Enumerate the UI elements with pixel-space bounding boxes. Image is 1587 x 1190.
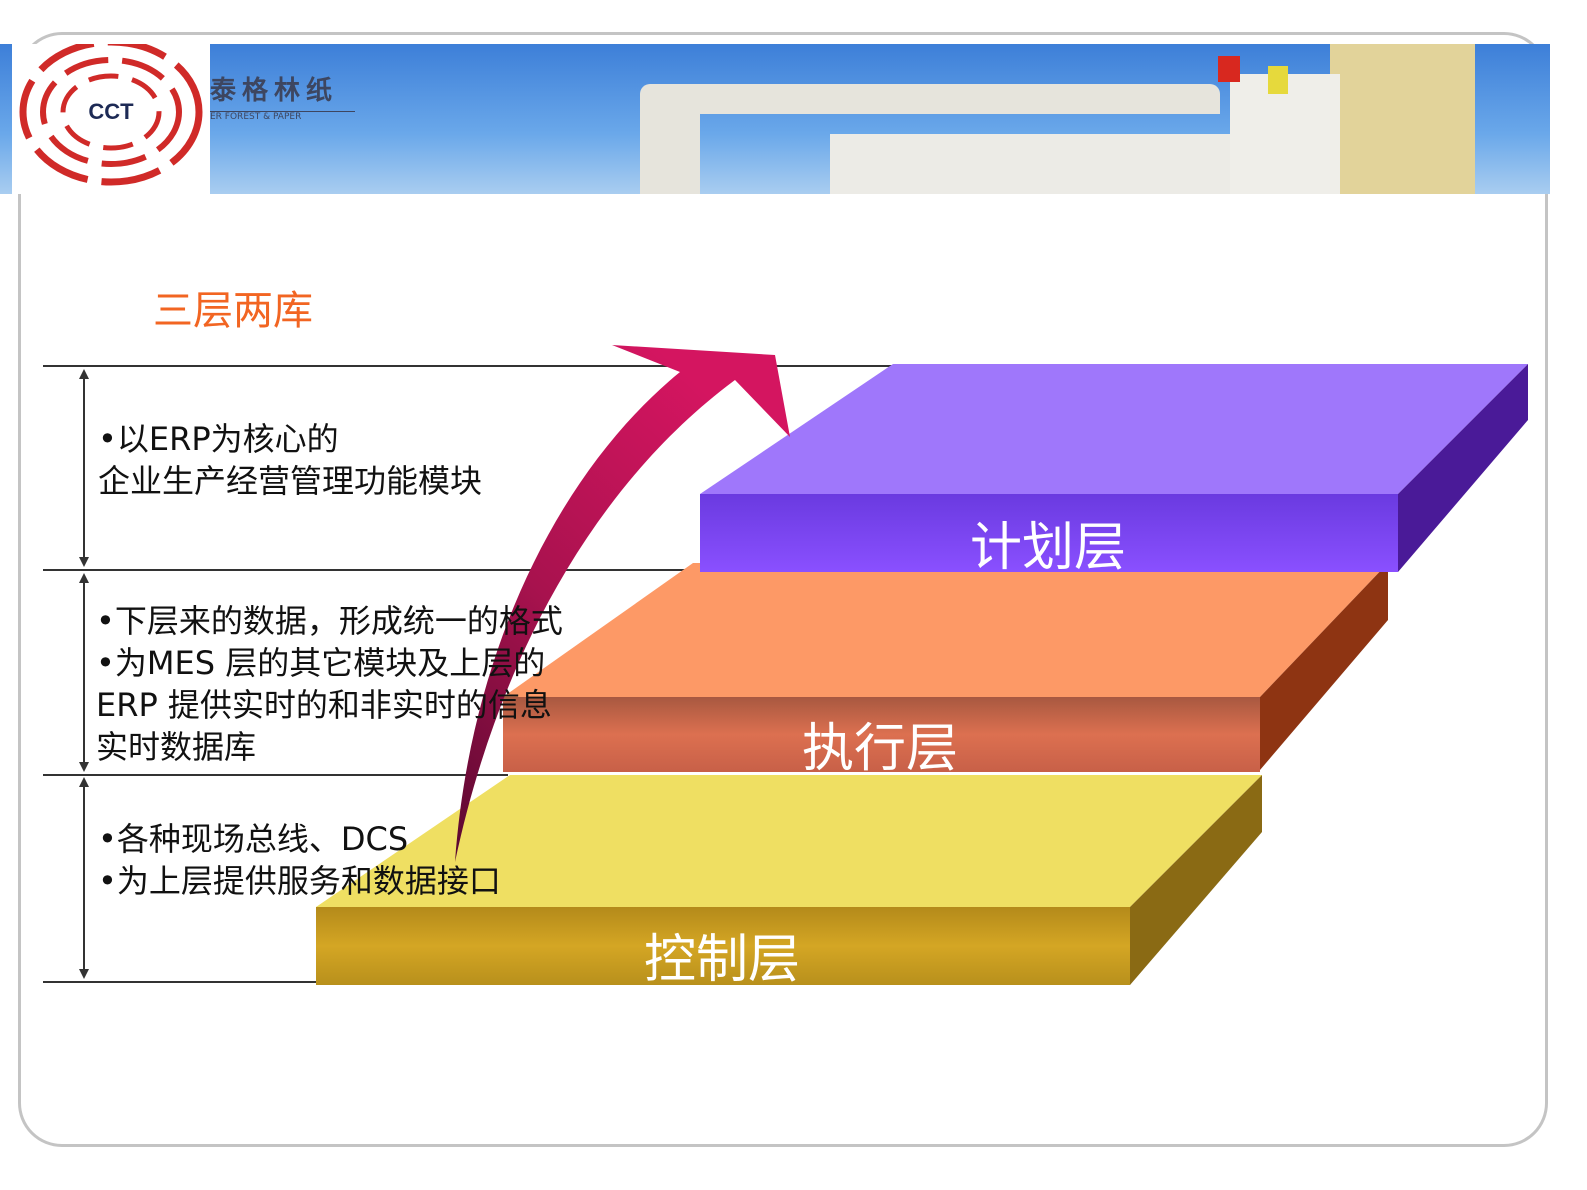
brand-name-cn: 泰格林纸 bbox=[210, 76, 339, 106]
cct-logo: CCT bbox=[12, 44, 210, 194]
control-layer-label: 控制层 bbox=[643, 930, 801, 990]
slide-title: 三层两库 bbox=[153, 288, 313, 334]
execution-layer-block bbox=[503, 563, 1388, 772]
logo-text: CCT bbox=[88, 99, 134, 124]
execution-description: •下层来的数据，形成统一的格式 •为MES 层的其它模块及上层的 ERP 提供实… bbox=[96, 600, 563, 768]
divider-line bbox=[43, 569, 700, 571]
text-line: 企业生产经营管理功能模块 bbox=[98, 462, 483, 500]
text-line: •为上层提供服务和数据接口 bbox=[98, 862, 501, 900]
control-layer-block bbox=[316, 775, 1262, 985]
text-line: •为MES 层的其它模块及上层的 bbox=[96, 644, 546, 682]
control-description: •各种现场总线、DCS •为上层提供服务和数据接口 bbox=[98, 818, 501, 902]
text-line: •各种现场总线、DCS bbox=[98, 820, 409, 858]
planning-description: •以ERP为核心的 企业生产经营管理功能模块 bbox=[98, 418, 482, 502]
text-line: ERP 提供实时的和非实时的信息 bbox=[96, 686, 552, 724]
header-banner bbox=[0, 44, 1550, 194]
text-line: •以ERP为核心的 bbox=[98, 420, 339, 458]
brand-name-en: ER FOREST & PAPER bbox=[210, 111, 355, 123]
divider-line bbox=[43, 774, 508, 776]
text-line: 实时数据库 bbox=[96, 728, 257, 766]
divider-line bbox=[43, 365, 893, 367]
execution-layer-label: 执行层 bbox=[801, 719, 959, 779]
planning-layer-block bbox=[700, 364, 1528, 572]
planning-layer-label: 计划层 bbox=[969, 518, 1127, 578]
upward-arrow bbox=[455, 345, 790, 862]
divider-line bbox=[43, 981, 316, 983]
slide-frame bbox=[18, 32, 1548, 1147]
text-line: •下层来的数据，形成统一的格式 bbox=[96, 602, 563, 640]
